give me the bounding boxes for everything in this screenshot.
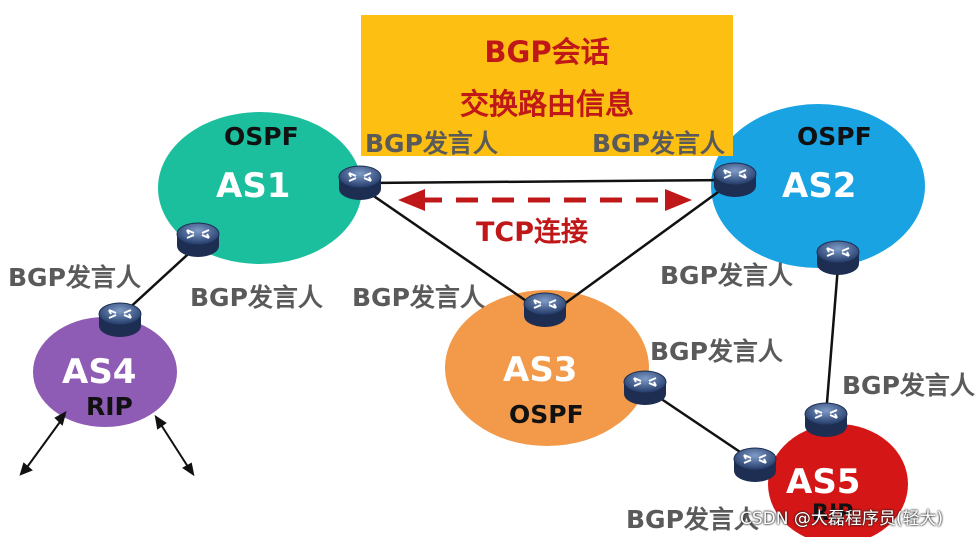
router-as5-north: [804, 402, 848, 438]
link-as2-as5: [824, 265, 840, 416]
bgp-session-banner: BGP会话 交换路由信息: [361, 15, 733, 156]
bgp-speaker-label-as2-west: BGP发言人: [592, 129, 725, 158]
tcp-connection-label: TCP连接: [476, 217, 589, 248]
as4-cloud: [33, 317, 177, 427]
router-as1-south: [176, 222, 220, 258]
router-as4: [98, 302, 142, 338]
bgp-speaker-label-as5-north: BGP发言人: [842, 371, 975, 400]
as5-cloud: [768, 424, 908, 537]
bgp-speaker-label-as3-east: BGP发言人: [650, 337, 783, 366]
link-as1-as2: [359, 178, 736, 185]
link-as2-as3: [559, 185, 726, 309]
as2-name: AS2: [782, 166, 857, 206]
as3-name: AS3: [503, 350, 578, 390]
bgp-speaker-label-as3-north: BGP发言人: [352, 283, 485, 312]
router-as2-west: [713, 162, 757, 198]
as2-protocol: OSPF: [797, 122, 872, 151]
as4-external-arrows: [19, 410, 195, 477]
bgp-speaker-label-as5-west: BGP发言人: [626, 505, 759, 534]
router-as2-south: [816, 240, 860, 276]
banner-line2: 交换路由信息: [459, 87, 634, 121]
bgp-speaker-label-as1-east: BGP发言人: [365, 129, 498, 158]
link-lines: [124, 178, 840, 462]
link-as3-as5: [644, 386, 753, 462]
tcp-connection-arrow: [398, 189, 692, 211]
router-as1-east: [338, 165, 382, 201]
banner-line1: BGP会话: [484, 35, 610, 69]
router-as3-north: [523, 292, 567, 328]
as4-name: AS4: [62, 352, 137, 392]
link-as1-as3: [364, 188, 536, 309]
router-as3-east: [623, 370, 667, 406]
as5-name: AS5: [786, 462, 861, 502]
bgp-speaker-label-as2-south: BGP发言人: [660, 261, 793, 290]
as3-protocol: OSPF: [509, 400, 584, 429]
router-as5-west: [733, 447, 777, 483]
bgp-speaker-label-as4: BGP发言人: [8, 263, 141, 292]
as1-name: AS1: [216, 166, 291, 206]
bgp-speaker-label-as1-south: BGP发言人: [190, 283, 323, 312]
as5-protocol: RIP: [812, 501, 854, 523]
as3-cloud: [445, 290, 649, 446]
watermark: CSDN @大磊程序员(轻大): [740, 509, 944, 529]
as2-cloud: [711, 104, 925, 268]
as4-protocol: RIP: [86, 392, 133, 421]
as1-protocol: OSPF: [224, 122, 299, 151]
link-as1-as4: [124, 244, 199, 313]
